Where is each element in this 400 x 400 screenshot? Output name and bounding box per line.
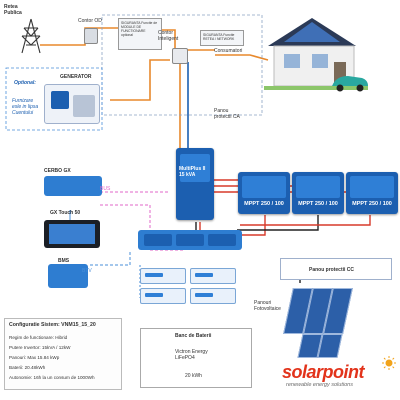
config-line: Baterii: 20.48kWh [9, 365, 46, 370]
generator-outline [5, 67, 103, 131]
brand-name: solarpoint [282, 362, 365, 382]
meter-label: Contor OD [78, 18, 102, 24]
mppt-to-bus-3 [240, 215, 371, 226]
battery-bank-box: Banc de Baterii Victron Energy LiFePO4 2… [140, 328, 252, 388]
gx-touch-device [44, 220, 100, 248]
mppt-to-bus-2 [237, 215, 319, 231]
pv-label: Panouri Fotovoltaice [254, 300, 281, 312]
grid-tower-icon [21, 18, 41, 54]
battery-bank-desc: Victron Energy LiFePO4 [175, 349, 208, 361]
bus-label: BUS [100, 186, 111, 192]
btv-label: BTV [82, 268, 92, 274]
multiplus-label: MultiPlus II 15 kVA [179, 166, 206, 178]
smart-meter-wire [155, 29, 215, 51]
dc-bus-module-2 [176, 234, 204, 246]
switch-a-box: SIGURANTA Functie de MODULE DE FUNCTIONA… [118, 18, 162, 50]
battery-3 [140, 288, 186, 304]
mppt-to-bus-1 [232, 215, 266, 236]
consumers-label: Consumatori [214, 48, 243, 54]
house-icon [264, 18, 368, 92]
switch-b-box: SIGURANTA Functie RETEA / NETWORK [200, 30, 244, 46]
config-line: Putere Invertor: 15kVA / 12kW [9, 345, 71, 350]
dc-panel-box: Panou protectii CC [280, 258, 392, 280]
meter-icon [84, 28, 98, 44]
ac-panel-label: Panou protectii CA [214, 108, 240, 120]
dc-bus-bar [138, 230, 242, 250]
gx-touch-label: GX Touch 50 [50, 210, 81, 216]
mppt-1: MPPT 250 / 100 [238, 172, 290, 214]
battery-2 [190, 268, 236, 284]
generator-box [44, 84, 100, 124]
mppt-3-screen [350, 176, 394, 198]
cerbo-label: CERBO GX [44, 168, 71, 174]
brand-tagline: renewable energy solutions [286, 382, 353, 388]
battery-bank-title: Banc de Baterii [175, 333, 212, 339]
mppt-3-label: MPPT 250 / 100 [352, 201, 392, 207]
generator-panel [51, 91, 69, 109]
consumer-wire [215, 54, 269, 61]
config-line: Autonomie: 16h la un consum de 1000Wh [9, 375, 95, 380]
grid-to-meter-wire [40, 27, 125, 46]
gx-touch-screen [49, 224, 95, 244]
smart-meter-icon [172, 48, 188, 64]
generator-engine [73, 95, 95, 117]
ac-panel-outline [101, 14, 263, 116]
btv-line [90, 250, 131, 266]
cerbo-device [44, 176, 102, 196]
bus-line-b [100, 204, 185, 251]
fuel-label: Furnizare esle in lipsa Cuentului [12, 98, 39, 116]
bms-device [48, 264, 88, 288]
mppt-2: MPPT 250 / 100 [292, 172, 344, 214]
mppt-2-screen [296, 176, 340, 198]
switch-b-label: SIGURANTA Functie RETEA / NETWORK [203, 33, 235, 41]
battery-4 [190, 288, 236, 304]
battery-1 [140, 268, 186, 284]
mppt-1-screen [242, 176, 286, 198]
dc-panel-label: Panou protectii CC [309, 267, 355, 273]
generator-wire [110, 59, 170, 101]
optional-label: Optional: [14, 80, 36, 86]
sun-logo-icon [382, 356, 396, 370]
mppt-3: MPPT 250 / 100 [346, 172, 398, 214]
config-title: Configuratie Sistem: VNM15_15_20 [9, 322, 96, 328]
config-box: Configuratie Sistem: VNM15_15_20 Regim d… [4, 318, 122, 390]
dc-bus-module-3 [208, 234, 236, 246]
battery-bank-kwh: 20 kWh [185, 373, 202, 379]
multiplus-inverter: MultiPlus II 15 kVA [176, 148, 214, 220]
multiplus-face [180, 154, 210, 182]
dc-bus-module-1 [144, 234, 172, 246]
generator-label: GENERATOR [60, 74, 92, 80]
bms-label: BMS [58, 258, 70, 264]
mppt-2-label: MPPT 250 / 100 [298, 201, 338, 207]
mppt-1-label: MPPT 250 / 100 [244, 201, 284, 207]
config-line: Regim de functionare: Hibrid [9, 335, 68, 340]
grid-label: Retea Publica [4, 4, 22, 16]
switch-a-label: SIGURANTA Functie de MODULE DE FUNCTIONA… [121, 21, 158, 37]
config-line: Panouri: Max 15.84 kWp [9, 355, 60, 360]
smart-meter-label: Contor Inteligent [158, 30, 179, 42]
